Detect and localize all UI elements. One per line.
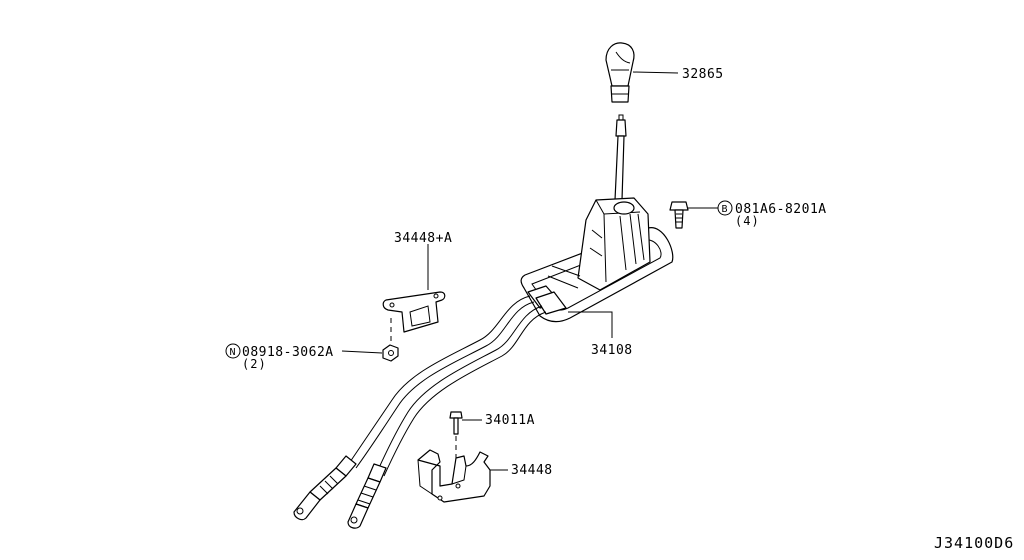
label-lower-bracket: 34448 — [511, 463, 553, 478]
label-bracket: 34448+A — [394, 231, 452, 246]
shift-cables — [349, 295, 547, 477]
nut-prefix: N — [230, 347, 236, 358]
label-knob: 32865 — [682, 67, 724, 82]
label-bolt: 081A6-8201A — [735, 202, 827, 217]
diagram-code: J34100D6 — [934, 534, 1014, 552]
label-bolt-qty: (4) — [735, 214, 760, 228]
leader-shifter — [568, 311, 613, 338]
shifter-assembly[interactable] — [520, 197, 674, 323]
nut-prefix-circle — [225, 343, 241, 359]
bolt-34011a[interactable] — [449, 411, 463, 435]
shift-knob[interactable] — [605, 42, 635, 103]
cable-end-right — [347, 463, 387, 529]
bracket-34448[interactable] — [417, 449, 491, 503]
cable-end-left — [293, 455, 357, 521]
nut-08918[interactable] — [382, 344, 399, 362]
bracket-34448a[interactable] — [382, 291, 446, 333]
bolt-081a6[interactable] — [669, 201, 689, 229]
label-nut: 08918-3062A — [242, 345, 334, 360]
label-nut-qty: (2) — [242, 357, 267, 371]
label-shifter: 34108 — [591, 343, 633, 358]
bolt-prefix-circle — [717, 200, 733, 216]
bolt-prefix: B — [722, 204, 728, 215]
leader-nut — [341, 350, 383, 354]
label-small-bolt: 34011A — [485, 413, 535, 428]
shift-lever — [614, 114, 627, 201]
leader-knob — [632, 71, 679, 74]
